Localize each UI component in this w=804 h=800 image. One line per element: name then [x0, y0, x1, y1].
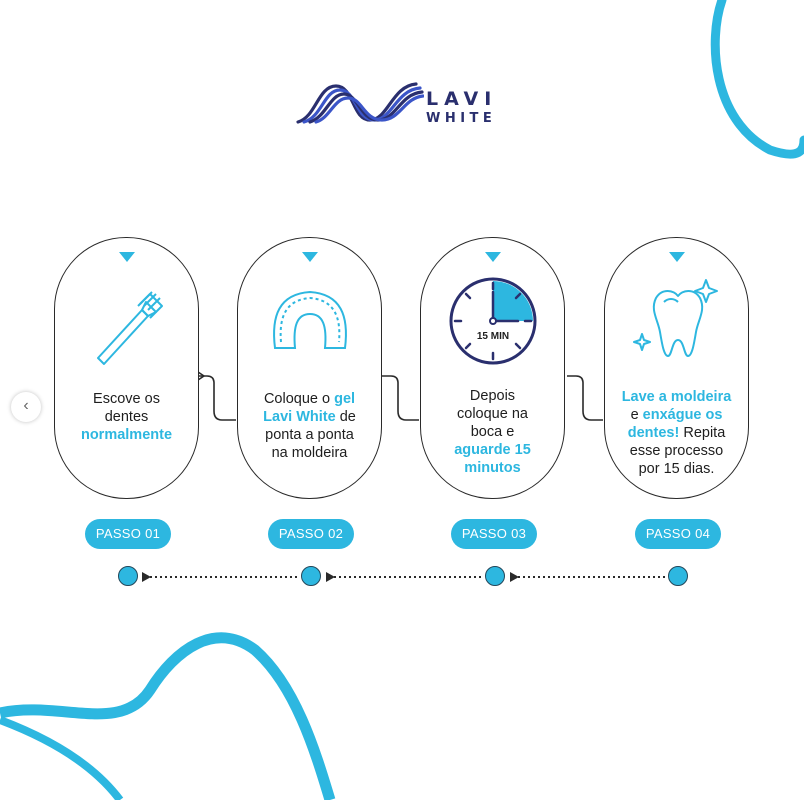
step-marker-triangle [118, 252, 135, 262]
step-pill-1: PASSO 01 [85, 519, 171, 549]
step-text-part: de [335, 409, 356, 425]
step-pill-4: PASSO 04 [635, 519, 721, 549]
step-text-line: por 15 dias. [638, 461, 715, 477]
step-text-highlight: gel [334, 391, 356, 407]
step-text-part: Coloque o [263, 391, 335, 407]
logo-line-2: WHITE [426, 111, 497, 126]
step-pill-3: PASSO 03 [451, 519, 537, 549]
timeline-dot-4 [668, 566, 688, 586]
step-marker-triangle [484, 252, 501, 262]
step-card-2: Coloque o gel Lavi White de ponta a pont… [237, 237, 382, 499]
step-text-line: dentes! Repita [611, 424, 742, 442]
step-marker-triangle [668, 252, 685, 262]
step-text-line: e enxágue os [611, 406, 742, 424]
step-text-line: ponta a ponta [265, 427, 354, 443]
timeline-dot-3 [485, 566, 505, 586]
step-text-line: esse processo [629, 443, 724, 459]
step-text-part: e [630, 407, 643, 423]
sparkling-tooth-icon [632, 279, 718, 357]
step-text-4: Lave a moldeira e enxágue os dentes! Rep… [611, 388, 742, 478]
step-text-highlight: minutos [464, 460, 521, 476]
step-text-highlight: Lavi White [263, 409, 336, 425]
step-text-line: dentes [104, 409, 149, 425]
timeline-dot-2 [301, 566, 321, 586]
step-text-highlight: normalmente [80, 427, 173, 443]
step-text-highlight: aguarde 15 [454, 442, 531, 458]
chevron-left-icon: ‹ [23, 397, 29, 414]
dental-tray-icon [272, 290, 347, 349]
brand-logo: LAVI WHITE [296, 82, 516, 126]
step-text-line: Depois [469, 388, 516, 404]
timeline-dot-1 [118, 566, 138, 586]
step-text-highlight: enxágue os [642, 407, 723, 423]
step-text-part: Repita [679, 425, 726, 441]
step-text-line: Coloque o gel [244, 390, 375, 408]
toothbrush-icon [96, 291, 163, 365]
step-text-highlight: dentes! [627, 425, 680, 441]
step-text-line: boca e [470, 424, 515, 440]
logo-line-1: LAVI [426, 88, 498, 110]
timer-label: 15 MIN [476, 331, 508, 342]
step-text-2: Coloque o gel Lavi White de ponta a pont… [244, 390, 375, 462]
step-card-3: 15 MIN Depois coloque na boca e aguarde … [420, 237, 565, 499]
step-text-line: Lavi White de [244, 408, 375, 426]
carousel-prev-button[interactable]: ‹ [11, 392, 41, 422]
logo-wave-icon [296, 82, 424, 124]
step-text-1: Escove os dentes normalmente [61, 390, 192, 444]
timer-progress-wedge [492, 281, 533, 321]
step-text-highlight: Lave a moldeira [621, 389, 732, 405]
step-text-line: Escove os [93, 391, 160, 407]
step-text-line: coloque na [457, 406, 528, 422]
step-text-3: Depois coloque na boca e aguarde 15 minu… [427, 387, 558, 477]
step-pill-2: PASSO 02 [268, 519, 354, 549]
step-card-4: Lave a moldeira e enxágue os dentes! Rep… [604, 237, 749, 499]
step-card-1: Escove os dentes normalmente [54, 237, 199, 499]
timer-icon: 15 MIN [449, 277, 536, 365]
step-marker-triangle [301, 252, 318, 262]
step-text-line: na moldeira [271, 445, 348, 461]
